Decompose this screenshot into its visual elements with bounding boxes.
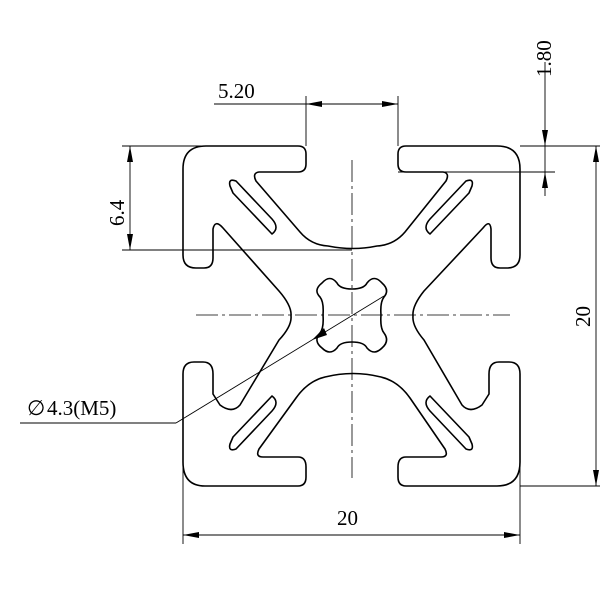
arrow-slot-left — [306, 101, 322, 107]
arrow-wall-top — [542, 130, 548, 146]
diameter-symbol: ∅ — [27, 396, 45, 420]
arrow-slot-right — [382, 101, 398, 107]
arrow-height-bottom — [593, 470, 599, 486]
arrow-depth-top — [127, 146, 133, 162]
inner-cavity-top-left-arm — [228, 179, 277, 235]
arrow-width-right — [504, 532, 520, 538]
inner-cavity-bottom-left-arm — [228, 395, 277, 451]
dimension-slot-depth: 6.4 — [105, 145, 352, 251]
inner-cavity-top-right-arm — [425, 179, 474, 235]
center-bore — [316, 277, 388, 353]
leader-center-hole: ∅ 4.3(M5) — [20, 295, 385, 424]
arrow-center-hole — [312, 328, 327, 340]
arrow-depth-bottom — [127, 234, 133, 250]
arrow-wall-bottom — [542, 172, 548, 188]
label-slot-depth: 6.4 — [105, 199, 129, 226]
label-height: 20 — [571, 306, 595, 327]
arrow-width-left — [183, 532, 199, 538]
dimension-height: 20 — [520, 146, 600, 487]
label-center-hole: 4.3(M5) — [47, 396, 116, 420]
label-slot-width: 5.20 — [218, 79, 255, 103]
leader-line-diagonal — [175, 295, 385, 424]
center-lines — [196, 160, 510, 478]
label-wall-thickness: 1.80 — [532, 40, 556, 77]
profile-outer-outline — [182, 145, 521, 487]
arrow-height-top — [593, 146, 599, 162]
dimension-width: 20 — [182, 462, 521, 544]
dimension-slot-width: 5.20 — [214, 79, 399, 146]
label-width: 20 — [337, 506, 358, 530]
inner-cavity-bottom-right-arm — [425, 395, 474, 451]
dimension-wall-thickness: 1.80 — [398, 40, 600, 196]
